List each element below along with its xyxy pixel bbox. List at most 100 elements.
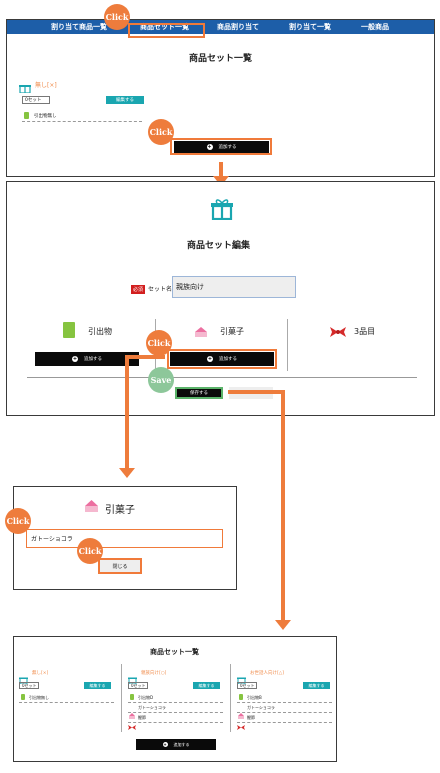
plus-icon: + bbox=[206, 144, 213, 150]
edit-button[interactable]: 編集する bbox=[84, 682, 111, 689]
item-label: 鰹節 bbox=[247, 715, 255, 720]
set-name: お世話人向け[△] bbox=[250, 671, 284, 676]
close-button[interactable]: 閉じる bbox=[98, 558, 142, 574]
gift-icon bbox=[19, 78, 31, 94]
set-name: 親族向け[○] bbox=[141, 671, 167, 676]
column-divider bbox=[230, 664, 231, 732]
item-label: 引出物無し bbox=[34, 114, 57, 119]
cake-icon bbox=[238, 704, 244, 719]
item-divider bbox=[128, 722, 223, 723]
item-divider bbox=[22, 121, 142, 122]
add-set-button[interactable]: + 追加する bbox=[136, 739, 216, 750]
panel-set-edit: 商品セット編集 必須 セット名 親族向け 引出物 引菓子 3品目 + 追加する … bbox=[6, 181, 435, 416]
page-title: 商品セット一覧 bbox=[189, 54, 253, 64]
set-count-box: 0セット bbox=[237, 682, 257, 689]
cake-icon bbox=[84, 498, 99, 513]
nav-item-assigned-list[interactable]: 割り当て商品一覧 bbox=[51, 23, 107, 31]
flow-arrow-2-top bbox=[125, 355, 165, 359]
plus-icon: + bbox=[162, 742, 168, 747]
close-label: 閉じる bbox=[112, 563, 128, 570]
top-nav: 割り当て商品一覧 商品セット一覧 商品割り当て 割り当て一覧 一般商品 bbox=[7, 20, 434, 34]
edit-button[interactable]: 編集する bbox=[193, 682, 220, 689]
bag-icon bbox=[130, 694, 134, 700]
cake-icon bbox=[194, 323, 208, 337]
nav-item-general[interactable]: 一般商品 bbox=[361, 23, 389, 31]
nav-highlight bbox=[128, 23, 205, 38]
item-label: 引出物無し bbox=[29, 695, 49, 700]
set-name-value: 親族向け bbox=[176, 283, 204, 291]
add-sweets-label: 追加する bbox=[219, 357, 237, 362]
set-count-box: 0セット bbox=[128, 682, 148, 689]
sweets-input[interactable]: ガトーショコラ bbox=[26, 529, 223, 548]
item-label: 引出物B bbox=[247, 695, 262, 700]
item-divider bbox=[19, 702, 114, 703]
bag-icon bbox=[24, 112, 29, 119]
plus-icon: + bbox=[207, 356, 213, 362]
ribbon-icon bbox=[128, 715, 136, 730]
save-label: 保存する bbox=[190, 391, 208, 396]
flow-arrow-3-top bbox=[228, 390, 284, 394]
cake-icon bbox=[129, 704, 135, 719]
edit-button[interactable]: 編集する bbox=[303, 682, 330, 689]
set-name-none: 無し[×] bbox=[35, 82, 57, 89]
column-gift-label: 引出物 bbox=[88, 327, 112, 336]
dialog-title: 引菓子 bbox=[105, 505, 135, 516]
ribbon-icon bbox=[237, 715, 245, 730]
add-gift-button[interactable]: + 追加する bbox=[35, 352, 139, 366]
nav-item-assignment-list[interactable]: 割り当て一覧 bbox=[289, 23, 331, 31]
panel-set-list-result: 商品セット一覧 無し[×] 0セット 編集する 引出物無し 親族向け[○] 0セ… bbox=[13, 636, 337, 762]
required-badge: 必須 bbox=[131, 285, 146, 294]
nav-item-set-list[interactable]: 商品セット一覧 bbox=[140, 23, 189, 31]
result-title: 商品セット一覧 bbox=[150, 648, 199, 656]
add-gift-label: 追加する bbox=[84, 357, 102, 362]
save-button[interactable]: 保存する bbox=[175, 387, 223, 399]
set-name-input[interactable]: 親族向け bbox=[172, 276, 296, 298]
gift-icon bbox=[237, 669, 246, 685]
ribbon-icon bbox=[329, 323, 347, 337]
item-label: ガトーショコラ bbox=[247, 705, 275, 710]
flow-arrow-2-head bbox=[119, 468, 135, 478]
add-sweets-button[interactable]: + 追加する bbox=[170, 352, 274, 366]
item-divider bbox=[128, 712, 223, 713]
edit-title: 商品セット編集 bbox=[187, 241, 251, 251]
add-button-highlight bbox=[170, 138, 272, 155]
column-sweets-label: 引菓子 bbox=[220, 327, 244, 336]
column-third-label: 3品目 bbox=[354, 327, 376, 336]
item-label: ガトーショコラ bbox=[138, 705, 166, 710]
flow-arrow-2 bbox=[125, 356, 129, 470]
sweets-input-value: ガトーショコラ bbox=[31, 536, 73, 543]
gift-icon bbox=[128, 669, 137, 685]
edit-button[interactable]: 編集する bbox=[106, 96, 144, 104]
bag-icon bbox=[239, 694, 243, 700]
plus-icon: + bbox=[72, 356, 78, 362]
gift-icon bbox=[211, 198, 233, 221]
click-bubble-close: Click bbox=[77, 538, 103, 564]
add-set-label: 追加する bbox=[173, 741, 190, 747]
column-divider bbox=[121, 664, 122, 732]
bag-icon bbox=[21, 694, 25, 700]
bag-icon bbox=[63, 322, 75, 338]
item-label: 鰹節 bbox=[138, 715, 146, 720]
click-bubble-add-sweets: Click bbox=[146, 330, 172, 356]
add-set-button[interactable]: + 追加する bbox=[174, 141, 269, 153]
click-bubble-nav: Click bbox=[104, 4, 130, 30]
set-name-label: セット名 bbox=[148, 286, 173, 293]
item-divider bbox=[237, 712, 332, 713]
gift-icon bbox=[19, 669, 28, 685]
flow-arrow-3-head bbox=[275, 620, 291, 630]
set-count-box: 0セット bbox=[22, 96, 50, 104]
panel-sweets-dialog: 引菓子 ガトーショコラ 閉じる bbox=[13, 486, 237, 590]
nav-item-assign[interactable]: 商品割り当て bbox=[217, 23, 259, 31]
click-bubble-add: Click bbox=[148, 119, 174, 145]
item-divider bbox=[237, 702, 332, 703]
set-name: 無し[×] bbox=[32, 671, 49, 676]
item-label: 引出物D bbox=[138, 695, 154, 700]
flow-arrow-1 bbox=[219, 162, 223, 178]
section-divider bbox=[27, 377, 417, 378]
item-divider bbox=[128, 702, 223, 703]
click-bubble-input: Click bbox=[5, 508, 31, 534]
panel-set-list: 割り当て商品一覧 商品セット一覧 商品割り当て 割り当て一覧 一般商品 商品セッ… bbox=[6, 19, 435, 177]
flow-arrow-3 bbox=[281, 390, 285, 622]
save-bubble: Save bbox=[148, 367, 174, 393]
set-count-box: 0セット bbox=[19, 682, 39, 689]
